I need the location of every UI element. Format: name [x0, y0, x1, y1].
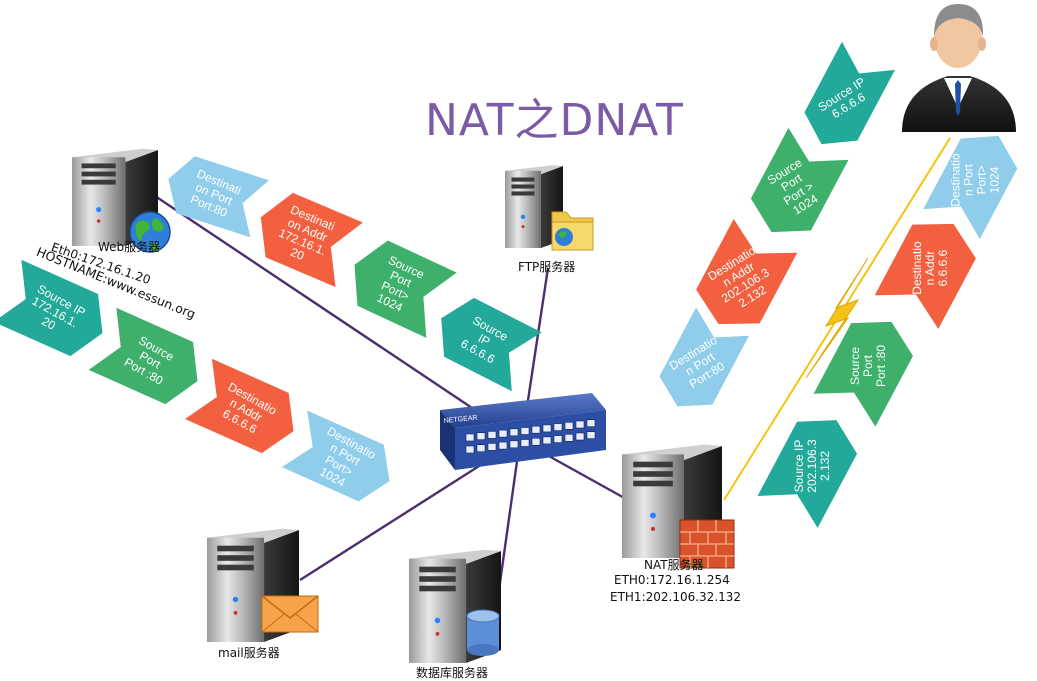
ftp-server-name: FTP服务器 — [518, 260, 576, 274]
packet-field-text: 20 — [288, 245, 306, 263]
lightning-bolt-icon — [805, 257, 869, 379]
web-server-name: Web服务器 — [98, 240, 161, 254]
switch-ports — [465, 419, 596, 454]
switch-brand-label: NETGEAR — [443, 414, 477, 424]
nat-server-tower — [622, 444, 722, 558]
nat-server-eth1: ETH1:202.106.32.132 — [610, 590, 742, 604]
mail-envelope-icon — [261, 595, 319, 633]
packet-field-text: 6.6.6.6 — [936, 249, 950, 286]
servers — [72, 148, 722, 663]
globe-icon — [129, 211, 171, 253]
packet-field-text: Destinatio — [949, 153, 963, 207]
packet-field-text: Port — [861, 354, 875, 377]
packet-field-text: n Addr — [923, 251, 937, 286]
packet-field-text: 20 — [39, 314, 58, 333]
nat-server-name: NAT服务器 — [644, 558, 704, 572]
packet-field-text: n Port — [962, 163, 976, 196]
internet-link — [723, 137, 951, 501]
client-user-avatar — [902, 4, 1016, 132]
link-web-switch — [154, 195, 521, 441]
packet-field-text: Source — [848, 347, 862, 385]
packet-field-text: Port> — [975, 165, 989, 194]
ftp-folder-icon — [551, 211, 594, 251]
packet-field-text: Port :80 — [874, 345, 888, 387]
packet-chevron: Source IP6.6.6.6 — [804, 41, 895, 145]
network-switch: NETGEAR — [440, 393, 606, 470]
database-cylinder-icon — [466, 609, 500, 656]
web-server-tower — [72, 148, 158, 246]
diagram-title: NAT之DNAT — [425, 95, 684, 146]
packet-field-text: 202.106.3 — [805, 439, 819, 493]
packet-field-text: 2.132 — [818, 451, 832, 481]
packet-field-text: Destinatio — [910, 241, 924, 295]
db-server-name: 数据库服务器 — [416, 666, 489, 680]
packet-field-text: Source IP — [792, 440, 806, 493]
mail-server-name: mail服务器 — [218, 646, 280, 660]
firewall-icon — [679, 519, 735, 569]
packet-field-text: 1024 — [988, 166, 1002, 193]
nat-server-eth0: ETH0:172.16.1.254 — [614, 573, 730, 587]
